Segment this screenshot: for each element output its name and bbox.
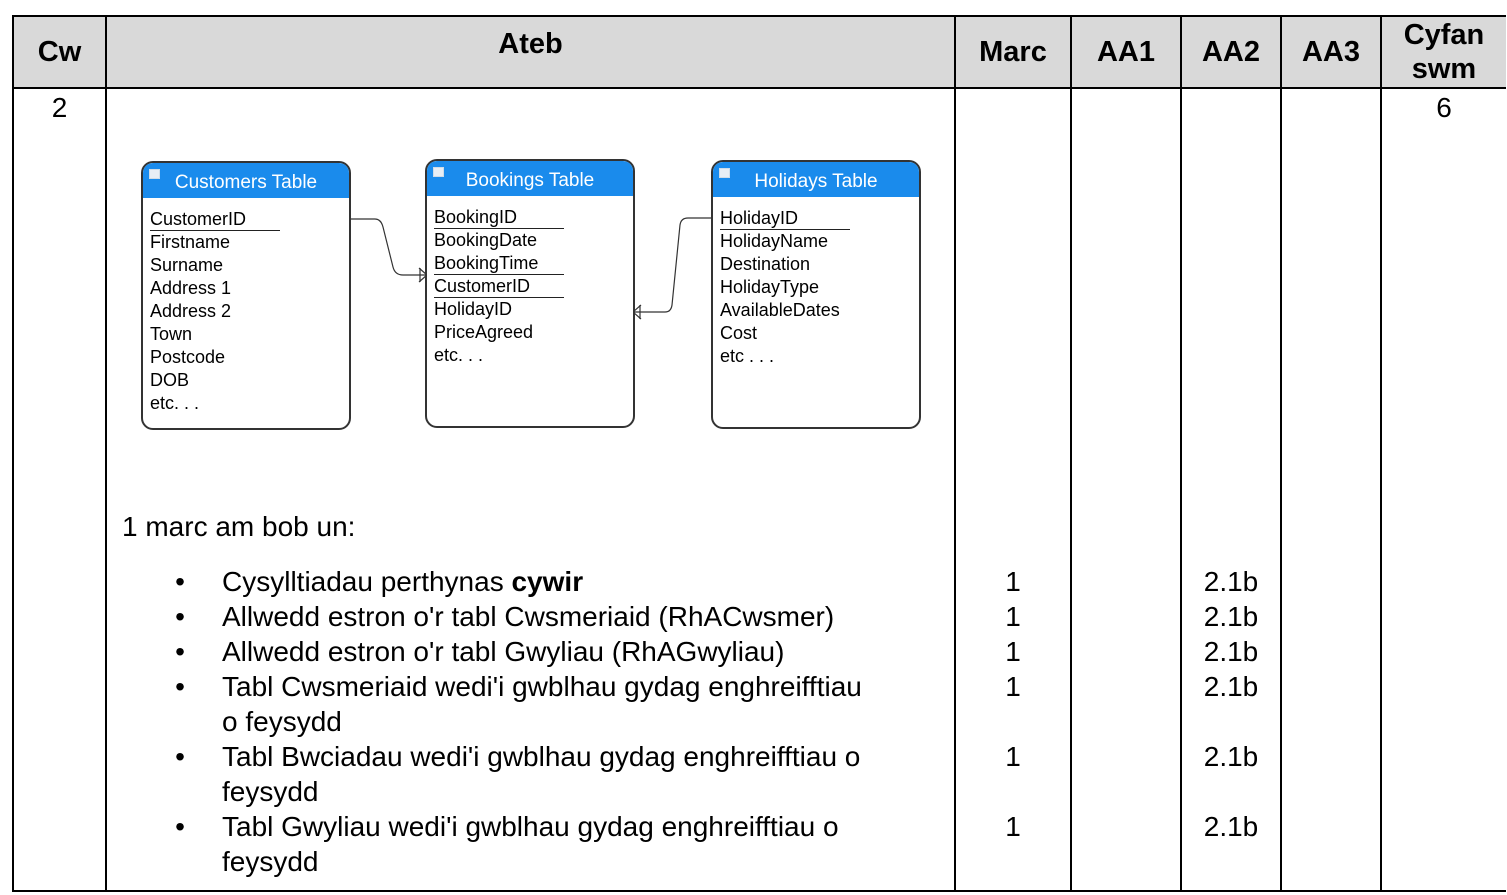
field-item: Address 1 — [150, 278, 232, 298]
criterion-text-continued: o feysydd — [222, 706, 342, 737]
table-border-left — [12, 15, 14, 892]
field-item: BookingTime — [434, 252, 633, 275]
customers-table-header: Customers Table — [143, 163, 349, 198]
column-divider — [954, 15, 956, 892]
field-item: HolidayName — [720, 231, 829, 251]
header-row — [12, 15, 1506, 88]
bullet-icon: • — [175, 811, 185, 842]
criterion-emphasis: cywir — [511, 566, 584, 597]
bullet-icon: • — [175, 566, 185, 597]
column-divider — [1180, 15, 1182, 892]
marking-criteria-list: • Cysylltiadau perthynas cywir • Allwedd… — [170, 564, 940, 879]
mark-value: 1 — [1005, 671, 1021, 702]
bullet-icon: • — [175, 636, 185, 667]
table-border-bottom — [12, 890, 1506, 892]
criterion-text: Tabl Gwyliau wedi'i gwblhau gydag enghre… — [222, 811, 839, 842]
holidays-table-header: Holidays Table — [713, 162, 919, 197]
field-item: Address 2 — [150, 301, 232, 321]
bullet-icon: • — [175, 671, 185, 702]
bookings-table-header: Bookings Table — [427, 161, 633, 196]
marking-intro: 1 marc am bob un: — [122, 511, 356, 542]
holidays-table: Holidays Table HolidayID HolidayName Des… — [711, 160, 921, 429]
field-item: BookingDate — [434, 230, 538, 250]
list-item: • Tabl Cwsmeriaid wedi'i gwblhau gydag e… — [170, 669, 940, 739]
mark-value: 1 — [1005, 636, 1021, 667]
customers-table-title: Customers Table — [174, 172, 318, 193]
field-item: etc. . . — [150, 393, 200, 413]
criterion-text: Allwedd estron o'r tabl Cwsmeriaid (RhAC… — [222, 601, 835, 632]
header-aa1: AA1 — [1096, 36, 1155, 68]
mark-value: 1 — [1005, 601, 1021, 632]
aa2-value: 2.1b — [1203, 601, 1259, 632]
aa2-value: 2.1b — [1203, 636, 1259, 667]
total-marks: 6 — [1436, 92, 1452, 123]
column-divider — [105, 15, 107, 892]
field-item: PriceAgreed — [434, 322, 534, 342]
column-divider — [1280, 15, 1282, 892]
list-item: • Tabl Gwyliau wedi'i gwblhau gydag engh… — [170, 809, 940, 879]
field-item: DOB — [150, 370, 190, 390]
field-item: etc. . . — [434, 345, 484, 365]
criterion-text: Tabl Cwsmeriaid wedi'i gwblhau gydag eng… — [222, 671, 862, 702]
field-item: HolidayID — [720, 207, 919, 230]
table-border-top — [12, 15, 1506, 17]
criterion-text-continued: feysydd — [222, 846, 319, 877]
field-item: BookingID — [434, 206, 633, 229]
list-item: • Cysylltiadau perthynas cywir — [170, 564, 940, 599]
bookings-table: Bookings Table BookingID BookingDate Boo… — [425, 159, 635, 428]
minimize-icon — [149, 169, 160, 179]
header-aa2: AA2 — [1201, 36, 1260, 68]
holidays-table-title: Holidays Table — [754, 171, 878, 192]
field-item: CustomerID — [434, 275, 633, 298]
criterion-text-continued: feysydd — [222, 776, 319, 807]
er-diagram: Customers Table CustomerID Firstname Sur… — [135, 155, 925, 435]
customer-booking-link — [347, 218, 427, 276]
minimize-icon — [433, 167, 444, 177]
bullet-icon: • — [175, 601, 185, 632]
field-item: HolidayID — [434, 299, 513, 319]
column-divider — [1070, 15, 1072, 892]
header-cw: Cw — [37, 36, 82, 68]
customers-table: Customers Table CustomerID Firstname Sur… — [141, 161, 351, 430]
criterion-text: Allwedd estron o'r tabl Gwyliau (RhAGwyl… — [222, 636, 785, 667]
aa2-column: 2.1b 2.1b 2.1b 2.1b 2.1b 2.1b — [1182, 564, 1280, 844]
mark-value: 1 — [1005, 741, 1021, 772]
field-item: HolidayType — [720, 277, 820, 297]
list-item: • Tabl Bwciadau wedi'i gwblhau gydag eng… — [170, 739, 940, 809]
field-item: Postcode — [150, 347, 226, 367]
criterion-text: Tabl Bwciadau wedi'i gwblhau gydag enghr… — [222, 741, 861, 772]
list-item: • Allwedd estron o'r tabl Cwsmeriaid (Rh… — [170, 599, 940, 634]
aa2-value: 2.1b — [1203, 566, 1259, 597]
aa2-value: 2.1b — [1203, 671, 1259, 702]
column-divider — [1380, 15, 1382, 892]
field-item: etc . . . — [720, 346, 775, 366]
field-item: AvailableDates — [720, 300, 840, 320]
minimize-icon — [719, 168, 730, 178]
header-aa3: AA3 — [1301, 36, 1360, 68]
header-cyfan-swm: Cyfan swm — [1382, 18, 1506, 86]
aa2-value: 2.1b — [1203, 811, 1259, 842]
question-number: 2 — [51, 92, 68, 123]
field-item: Firstname — [150, 232, 231, 252]
marks-column: 1 1 1 1 1 1 — [956, 564, 1070, 844]
header-divider — [12, 87, 1506, 89]
field-item: Surname — [150, 255, 224, 275]
header-marc: Marc — [979, 36, 1047, 68]
field-item: Destination — [720, 254, 811, 274]
mark-value: 1 — [1005, 811, 1021, 842]
header-cyfan-line1: Cyfan — [1403, 19, 1485, 51]
mark-value: 1 — [1005, 566, 1021, 597]
header-cyfan-line2: swm — [1411, 53, 1477, 85]
aa2-value: 2.1b — [1203, 741, 1259, 772]
field-item: CustomerID — [150, 208, 349, 231]
list-item: • Allwedd estron o'r tabl Gwyliau (RhAGw… — [170, 634, 940, 669]
field-item: Cost — [720, 323, 758, 343]
header-ateb: Ateb — [498, 28, 563, 60]
booking-holiday-link — [633, 217, 712, 313]
criterion-text: Cysylltiadau perthynas — [222, 566, 512, 597]
field-item: Town — [150, 324, 193, 344]
bullet-icon: • — [175, 741, 185, 772]
bookings-table-title: Bookings Table — [465, 170, 595, 191]
